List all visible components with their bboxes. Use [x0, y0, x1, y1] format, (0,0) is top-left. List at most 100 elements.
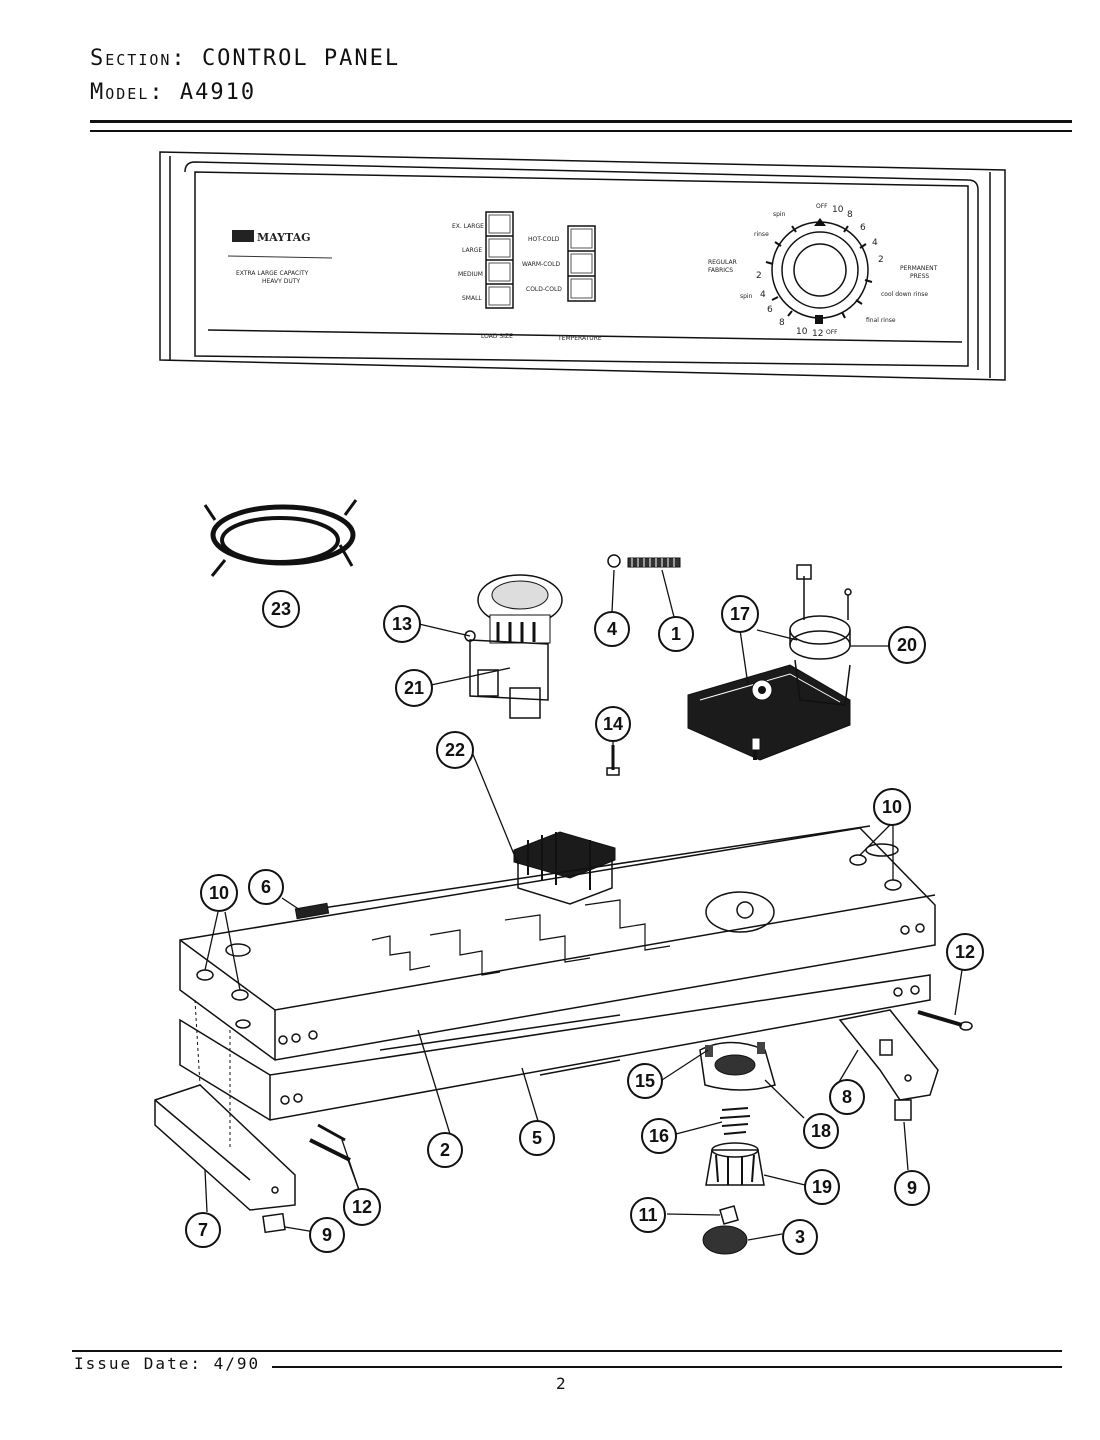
section-heading: Section: CONTROL PANEL — [90, 46, 400, 71]
callout-19: 19 — [804, 1169, 840, 1205]
svg-text:5: 5 — [532, 1128, 542, 1148]
temp-cold-cold-button[interactable] — [570, 278, 593, 299]
load-medium-button[interactable] — [488, 262, 511, 282]
part-8-right-bracket — [838, 1009, 939, 1101]
part-22-bracket — [513, 831, 616, 905]
header-rule-top — [90, 120, 1072, 123]
part-17-timer — [687, 664, 851, 761]
svg-text:17: 17 — [730, 604, 750, 624]
load-large-button[interactable] — [488, 238, 511, 258]
part-13-21-switch — [464, 574, 563, 719]
load-ex-large-label: EX. LARGE — [452, 223, 484, 230]
load-ex-large-button[interactable] — [488, 214, 511, 234]
part-5-front-rail — [179, 974, 931, 1121]
footer-rule-bottom — [272, 1366, 1062, 1368]
dial-permanent-1: PERMANENT — [900, 265, 938, 272]
load-size-title: LOAD SIZE — [481, 333, 513, 340]
callout-12-left: 12 — [343, 1188, 381, 1226]
callout-16: 16 — [641, 1118, 677, 1154]
svg-text:12: 12 — [352, 1197, 372, 1217]
svg-text:2: 2 — [440, 1140, 450, 1160]
temp-hot-cold-label: HOT-COLD — [528, 236, 560, 243]
callout-13: 13 — [383, 605, 421, 643]
svg-text:7: 7 — [198, 1220, 208, 1240]
dial-regular-1: REGULAR — [708, 259, 737, 266]
callout-17: 17 — [721, 595, 759, 633]
part-23-wire-harness — [203, 499, 358, 577]
callout-21: 21 — [395, 669, 433, 707]
svg-text:19: 19 — [812, 1177, 832, 1197]
svg-text:8: 8 — [842, 1087, 852, 1107]
load-size-selector: EX. LARGE LARGE MEDIUM SMALL LOAD SIZE — [452, 211, 514, 340]
callout-9-left: 9 — [309, 1217, 345, 1253]
leader-lines — [204, 569, 963, 1241]
callout-2: 2 — [427, 1132, 463, 1168]
part-12-screws — [309, 1010, 973, 1162]
capacity-line-1: EXTRA LARGE CAPACITY — [236, 270, 309, 277]
callout-1: 1 — [658, 616, 694, 652]
dial-bottom-off: OFF — [826, 329, 838, 336]
timer-dial: OFF 10 8 6 4 2 2 4 6 8 10 12 OFF spin ri… — [708, 203, 938, 339]
svg-text:10: 10 — [209, 883, 229, 903]
footer-rule-top — [72, 1350, 1062, 1352]
callout-20: 20 — [888, 626, 926, 664]
callout-7: 7 — [185, 1212, 221, 1248]
load-large-label: LARGE — [462, 247, 482, 254]
dial-l4: 4 — [760, 290, 766, 300]
svg-text:3: 3 — [795, 1227, 805, 1247]
svg-text:23: 23 — [271, 599, 291, 619]
svg-text:13: 13 — [392, 614, 412, 634]
dial-spin-top: spin — [773, 211, 786, 218]
dial-l6: 6 — [767, 305, 773, 315]
issue-date: Issue Date: 4/90 — [74, 1354, 261, 1373]
dial-n6: 6 — [860, 223, 866, 233]
capacity-line-2: HEAVY DUTY — [262, 278, 300, 285]
callout-14: 14 — [595, 706, 631, 742]
part-1-spring — [627, 557, 681, 568]
callout-22: 22 — [436, 731, 474, 769]
control-panel-front: MAYTAG EXTRA LARGE CAPACITY HEAVY DUTY E… — [159, 151, 1006, 381]
dial-final-rinse: final rinse — [866, 317, 896, 324]
temp-warm-cold-button[interactable] — [570, 253, 593, 274]
callout-4: 4 — [594, 611, 630, 647]
callout-10-left: 10 — [200, 874, 238, 912]
part-20-timer-motor — [789, 564, 852, 706]
model-key: Model: — [90, 80, 165, 105]
part-7-left-bracket — [154, 999, 296, 1211]
dial-permanent-2: PRESS — [910, 273, 929, 280]
callout-5: 5 — [519, 1120, 555, 1156]
section-value: CONTROL PANEL — [201, 46, 401, 71]
part-9-clips — [262, 1099, 912, 1234]
svg-text:1: 1 — [671, 624, 681, 644]
callout-11: 11 — [630, 1197, 666, 1233]
svg-text:14: 14 — [603, 714, 623, 734]
temp-hot-cold-button[interactable] — [570, 228, 593, 249]
dial-n10: 10 — [832, 205, 844, 215]
callout-18: 18 — [803, 1113, 839, 1149]
part-10-nuts — [196, 854, 902, 1029]
svg-text:12: 12 — [955, 942, 975, 962]
callout-10-right: 10 — [873, 788, 911, 826]
load-small-button[interactable] — [488, 286, 511, 306]
dial-n4: 4 — [872, 238, 878, 248]
svg-text:10: 10 — [882, 797, 902, 817]
load-medium-label: MEDIUM — [458, 271, 483, 278]
temperature-selector: HOT-COLD WARM-COLD COLD-COLD TEMPERATURE — [522, 225, 602, 342]
part-2-console-top — [179, 825, 936, 1061]
callout-9-right: 9 — [894, 1170, 930, 1206]
callout-3: 3 — [782, 1219, 818, 1255]
svg-text:21: 21 — [404, 678, 424, 698]
page-number: 2 — [556, 1374, 566, 1393]
svg-text:15: 15 — [635, 1071, 655, 1091]
dial-pointer-icon — [814, 218, 826, 226]
dial-regular-2: FABRICS — [708, 267, 733, 274]
dial-rinse: rinse — [754, 231, 769, 238]
dial-l2: 2 — [756, 271, 762, 281]
part-6-pad — [294, 902, 330, 920]
header-rule-bottom — [90, 130, 1072, 132]
part-14-screw — [606, 745, 620, 776]
svg-text:22: 22 — [445, 740, 465, 760]
dial-b10: 10 — [796, 327, 808, 337]
callout-6: 6 — [248, 869, 284, 905]
model-value: A4910 — [179, 80, 257, 105]
